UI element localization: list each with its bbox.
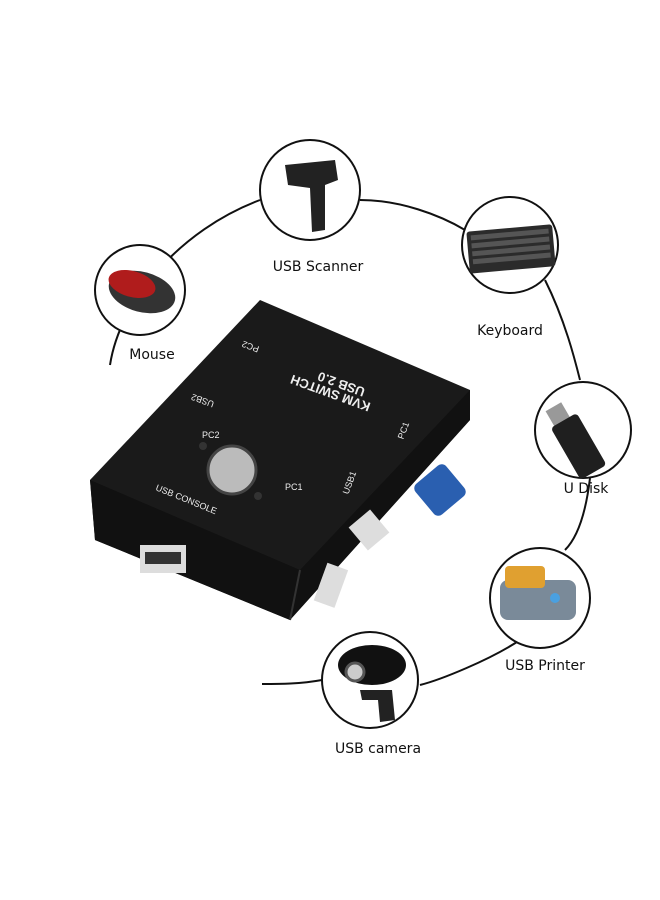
usb1-port [313, 562, 349, 608]
label-usb-scanner: USB Scanner [272, 259, 364, 275]
led-pc2-label: PC2 [202, 430, 220, 440]
switch-button [206, 444, 258, 496]
webcam-icon [321, 631, 419, 729]
led-pc1-label: PC1 [285, 482, 303, 492]
label-u-disk: U Disk [563, 481, 609, 497]
vga-port [414, 464, 466, 516]
kvm-switch-device: PC2 PC1 USB CONSOLE USB 2.0 KVM SWITCH P… [90, 300, 470, 621]
label-mouse: Mouse [129, 347, 175, 363]
label-keyboard: Keyboard [477, 323, 543, 339]
label-usb-printer: USB Printer [505, 658, 585, 674]
label-usb-camera: USB camera [334, 741, 422, 757]
printer-icon [489, 547, 591, 649]
keyboard-icon [461, 196, 559, 294]
barcode-scanner-icon [259, 139, 361, 241]
usb-flash-drive-icon [534, 381, 632, 479]
mouse-icon [94, 244, 186, 336]
